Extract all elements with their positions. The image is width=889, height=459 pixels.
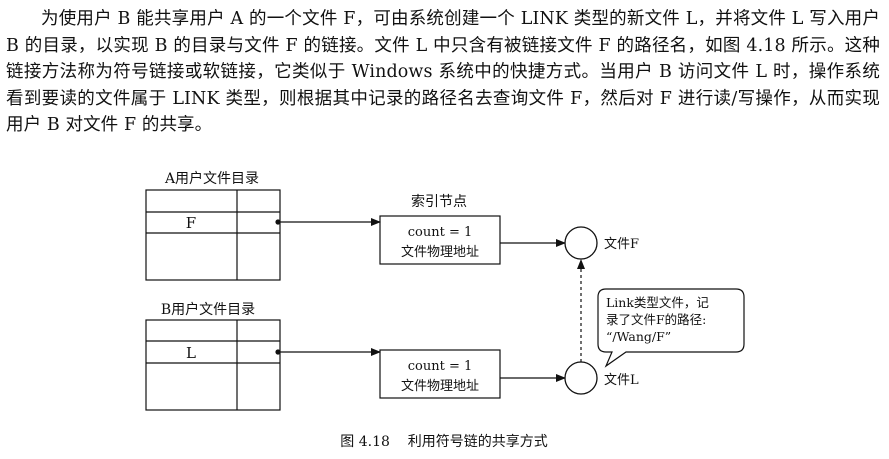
file-f-node: [564, 226, 598, 260]
inode-bottom-count: count = 1: [408, 359, 473, 374]
paragraph: 为使用户 B 能共享用户 A 的一个文件 F，可由系统创建一个 LINK 类型的…: [6, 9, 880, 135]
dir-b-title: B用户文件目录: [161, 301, 255, 318]
callout-bubble: [597, 288, 745, 368]
dir-a-title: A用户文件目录: [164, 170, 259, 187]
dir-b-table: [145, 319, 281, 411]
inode-top: [379, 215, 501, 265]
file-f-label: 文件F: [604, 237, 639, 252]
callout-line-3: “/Wang/F”: [606, 329, 671, 344]
callout-line-2: 录了文件F的路径:: [606, 312, 706, 327]
inode-top-addr: 文件物理地址: [401, 245, 479, 260]
inode-top-count: count = 1: [408, 225, 473, 240]
file-l-label: 文件L: [604, 373, 639, 388]
dir-b-entry: L: [186, 344, 196, 362]
figure-caption: 图 4.18 利用符号链的共享方式: [340, 433, 547, 450]
file-l-node: [564, 361, 598, 395]
inode-bottom-addr: 文件物理地址: [401, 379, 479, 394]
dir-a-table: [145, 189, 281, 281]
callout-line-1: Link类型文件，记: [606, 295, 709, 310]
body-text: 为使用户 B 能共享用户 A 的一个文件 F，可由系统创建一个 LINK 类型的…: [6, 6, 880, 139]
index-node-title: 索引节点: [411, 193, 467, 210]
dir-a-entry: F: [186, 214, 196, 232]
inode-bottom: [379, 349, 501, 399]
